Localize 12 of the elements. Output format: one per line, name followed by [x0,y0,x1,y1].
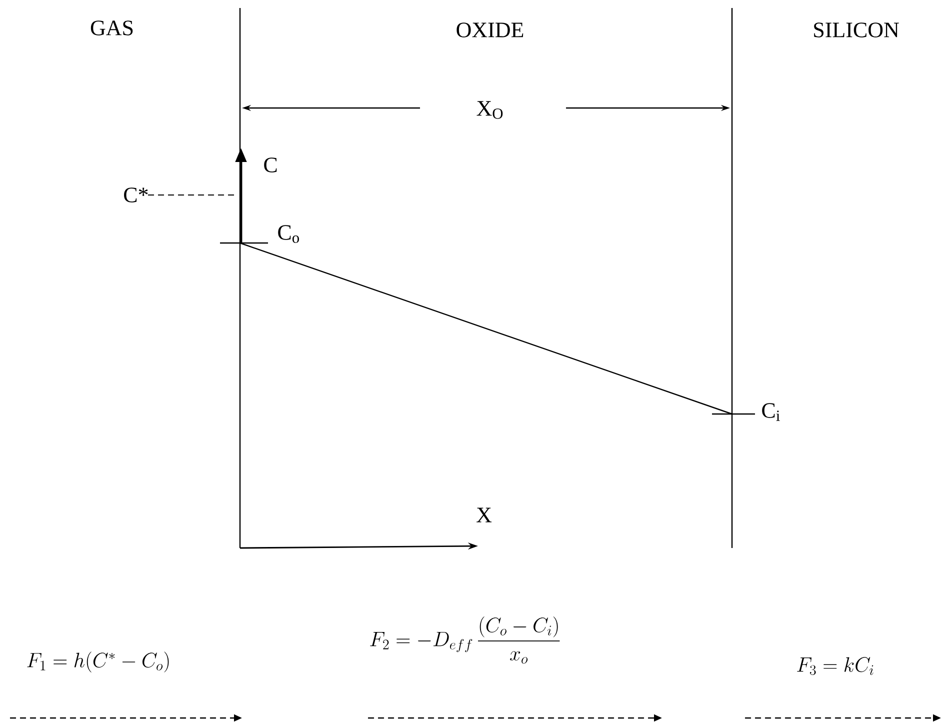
level-label: C$_{o}$ [278,225,299,243]
region-label: GAS [90,20,133,36]
region-label: SILICON [814,22,899,38]
region-label: OXIDE [456,22,524,38]
axis-label: X [476,508,492,522]
formula: $F_3 = kC_{i}$ [797,657,874,676]
level-label: C$_{i}$ [762,403,780,421]
dimension-label: X$_{O}$ [476,101,503,119]
level-label: C* [124,188,148,202]
axis-label: C [264,158,277,172]
formula: $F_1 = h(C^{*} - C_{o})$ [27,652,169,672]
formula: $F_2 = - D_{eff}\,\frac{(C_{o} - C_{i})}{x_{o}}$ [370,616,560,664]
